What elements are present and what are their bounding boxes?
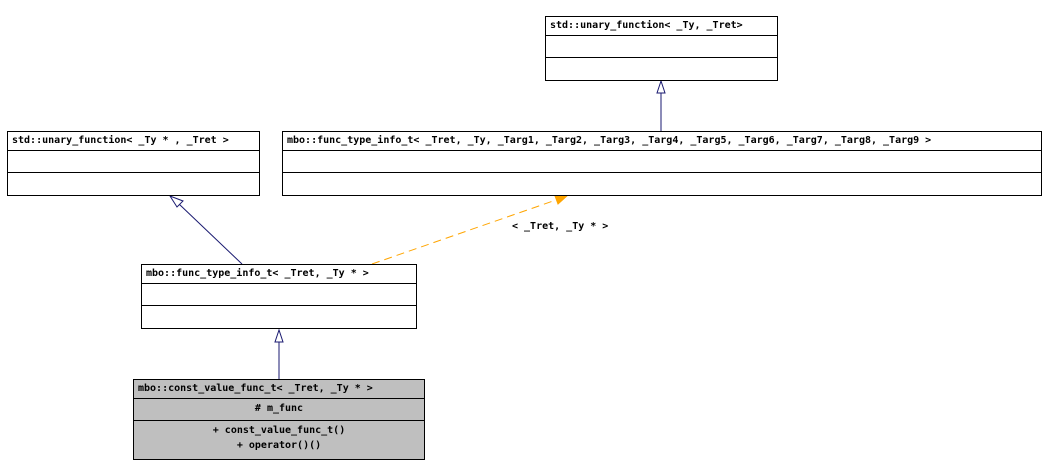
inheritance-arrowhead (274, 328, 284, 343)
methods-section (8, 173, 259, 195)
methods-section (546, 58, 777, 80)
attributes-section (283, 151, 1041, 173)
attribute-m-func: # m_func (254, 403, 304, 414)
class-std-unary-function-ty-tret[interactable]: std::unary_function< _Ty, _Tret> (545, 16, 778, 81)
class-const-value-func[interactable]: mbo::const_value_func_t< _Tret, _Ty * > … (133, 379, 425, 460)
methods-section (283, 173, 1041, 195)
methods-section: + const_value_func_t() + operator()() (134, 421, 424, 455)
inheritance-arrowhead (168, 194, 184, 208)
class-std-unary-function-typtr-tret[interactable]: std::unary_function< _Ty * , _Tret > (7, 131, 260, 196)
class-title: mbo::func_type_info_t< _Tret, _Ty * > (142, 265, 416, 284)
class-title: std::unary_function< _Ty, _Tret> (546, 17, 777, 36)
attributes-section (142, 284, 416, 306)
template-edge (371, 199, 557, 265)
attributes-section: # m_func (134, 399, 424, 421)
class-func-type-info-full[interactable]: mbo::func_type_info_t< _Tret, _Ty, _Targ… (282, 131, 1042, 196)
attributes-section (546, 36, 777, 58)
inheritance-arrowhead (656, 79, 666, 94)
inheritance-edge-func-info-ptr (178, 203, 243, 265)
attributes-section (8, 151, 259, 173)
method-constructor: + const_value_func_t() (212, 425, 346, 436)
methods-section (142, 306, 416, 328)
method-operator-call: + operator()() (236, 440, 322, 451)
class-title: mbo::func_type_info_t< _Tret, _Ty, _Targ… (283, 132, 1041, 151)
class-func-type-info-ptr[interactable]: mbo::func_type_info_t< _Tret, _Ty * > (141, 264, 417, 329)
class-title: mbo::const_value_func_t< _Tret, _Ty * > (134, 380, 424, 399)
template-arrowhead (554, 194, 570, 205)
template-binding-label: < _Tret, _Ty * > (512, 221, 609, 232)
class-title: std::unary_function< _Ty * , _Tret > (8, 132, 259, 151)
